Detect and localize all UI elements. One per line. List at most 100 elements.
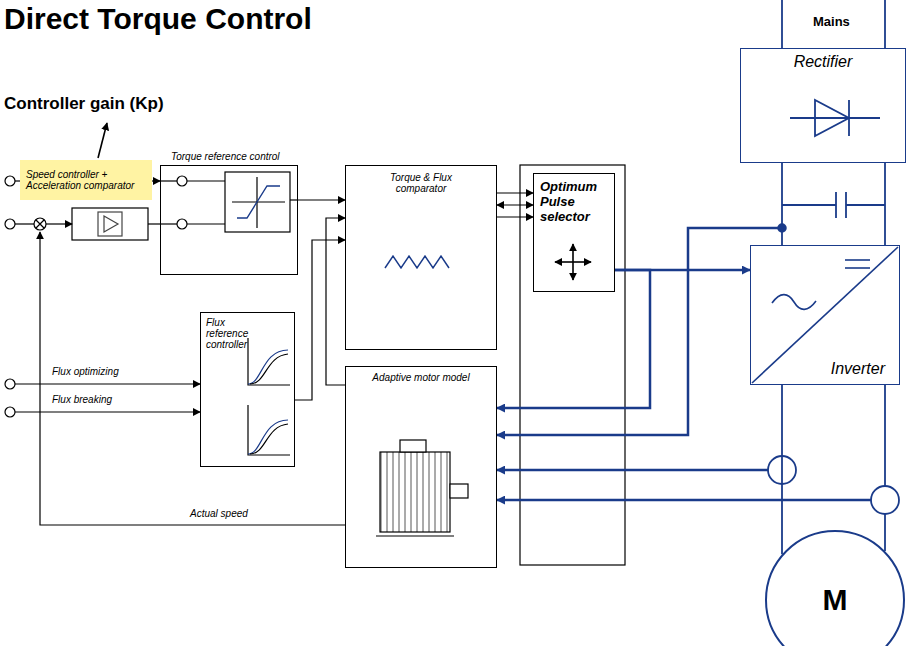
- motor-picture: [376, 440, 468, 536]
- drawing-stroke: [36, 220, 44, 228]
- drawing-stroke: [555, 261, 573, 263]
- hysteresis-symbol: [385, 256, 449, 268]
- drawing-stroke: [250, 424, 288, 454]
- selector-block: Optimum Pulse selector: [533, 173, 615, 292]
- drawing-stroke: [46, 223, 72, 224]
- drawing-stroke: [497, 499, 871, 502]
- pi-block: [72, 208, 148, 240]
- signal-name: Actual speed: [190, 508, 248, 519]
- drawing-stroke: [845, 259, 870, 261]
- control-block: Flux reference controller: [200, 312, 295, 467]
- drawing-stroke: [104, 216, 118, 232]
- signal-name: Flux breaking: [52, 394, 112, 405]
- node-text: Torque reference control: [171, 151, 280, 162]
- drawing-stroke: [248, 405, 290, 455]
- connector: [781, 163, 783, 245]
- power-rails: [768, 0, 899, 551]
- drawing-stroke: [250, 354, 288, 384]
- connector: [295, 240, 345, 400]
- drawing-stroke: [573, 261, 591, 263]
- drawing-stroke: [782, 204, 836, 206]
- connector: [497, 270, 650, 408]
- drawing-stroke: [884, 385, 886, 551]
- drawing-stroke: [884, 0, 886, 48]
- drawing-stroke: [248, 420, 288, 454]
- input-terminal: [5, 379, 15, 389]
- gain-symbol: [98, 212, 122, 236]
- node-text: Flux reference controller: [206, 317, 256, 350]
- drawing-stroke: [248, 350, 288, 384]
- node-text: Speed controller + Acceleration comparat…: [26, 169, 146, 191]
- current-sensor: [871, 486, 899, 514]
- input-terminal: [5, 407, 15, 417]
- drawing-stroke: [772, 295, 816, 310]
- leader-arrow: [98, 123, 107, 158]
- page-title: Direct Torque Control: [4, 2, 312, 36]
- node-text: Inverter: [831, 360, 885, 378]
- drawing-stroke: [237, 186, 280, 218]
- drawing-stroke: [15, 411, 200, 412]
- comparator-block: Torque & Flux comparator: [345, 165, 497, 350]
- junction-circle: [177, 176, 187, 186]
- control-block: Torque reference control: [160, 165, 298, 275]
- drawing-stroke: [376, 535, 454, 536]
- drawing-stroke: [232, 201, 285, 202]
- summing-junction: [34, 218, 46, 230]
- drawing-stroke: [248, 338, 290, 385]
- node-text: M: [823, 583, 848, 617]
- connector: [298, 199, 345, 200]
- connector: [781, 385, 783, 554]
- drawing-stroke: [848, 100, 850, 136]
- diode-symbol: [790, 100, 880, 136]
- drawing-stroke: [846, 204, 885, 206]
- inverter-symbol: [752, 247, 898, 383]
- drawing-stroke: [187, 180, 225, 181]
- drawing-stroke: [752, 247, 898, 383]
- graph-icons: [248, 338, 290, 455]
- drawing-stroke: [15, 383, 200, 384]
- drawing-stroke: [187, 223, 225, 224]
- model-block: Adaptive motor model: [345, 366, 497, 568]
- input-terminal: [5, 176, 15, 186]
- drawing-stroke: [160, 180, 177, 181]
- drawing-stroke: [380, 452, 450, 532]
- speed-feedback-wire: [40, 232, 345, 525]
- control-wires: [5, 123, 533, 525]
- switching-star-symbol: [555, 244, 591, 280]
- drawing-stroke: [845, 267, 870, 269]
- highlight-note: Speed controller + Acceleration comparat…: [20, 160, 152, 200]
- drawing-stroke: [15, 223, 34, 224]
- inverter-box: Inverter: [750, 245, 900, 385]
- limiter-symbol: [225, 172, 290, 232]
- drawing-stroke: [290, 199, 298, 200]
- feedback-wires: [497, 225, 871, 501]
- drawing-stroke: [450, 484, 468, 498]
- supply-label: Mains: [813, 14, 850, 29]
- drawing-stroke: [400, 440, 426, 452]
- drawing-stroke: [815, 100, 849, 136]
- junction-circle: [177, 219, 187, 229]
- parameter-label: Controller gain (Kp): [4, 94, 164, 114]
- node-text: Rectifier: [794, 53, 853, 71]
- connector: [326, 218, 345, 385]
- drawing-stroke: [835, 192, 837, 218]
- drawing-stroke: [497, 228, 782, 435]
- drawing-stroke: [884, 163, 886, 245]
- node-text: Optimum Pulse selector: [540, 179, 608, 224]
- drawing-stroke: [148, 223, 177, 224]
- drawing-stroke: [572, 244, 574, 262]
- signal-name: Flux optimizing: [52, 366, 119, 377]
- modulator-frame: [520, 165, 625, 565]
- drawing-stroke: [497, 192, 533, 193]
- drawing-stroke: [497, 216, 533, 217]
- drawing-stroke: [497, 469, 768, 472]
- connector: [497, 204, 533, 205]
- input-terminal: [5, 219, 15, 229]
- node-text: Torque & Flux comparator: [371, 172, 471, 194]
- drawing-stroke: [572, 262, 574, 280]
- motor-circle: M: [765, 530, 905, 646]
- node-text: Adaptive motor model: [372, 372, 469, 383]
- drawing-stroke: [790, 117, 880, 119]
- drawing-stroke: [781, 0, 783, 48]
